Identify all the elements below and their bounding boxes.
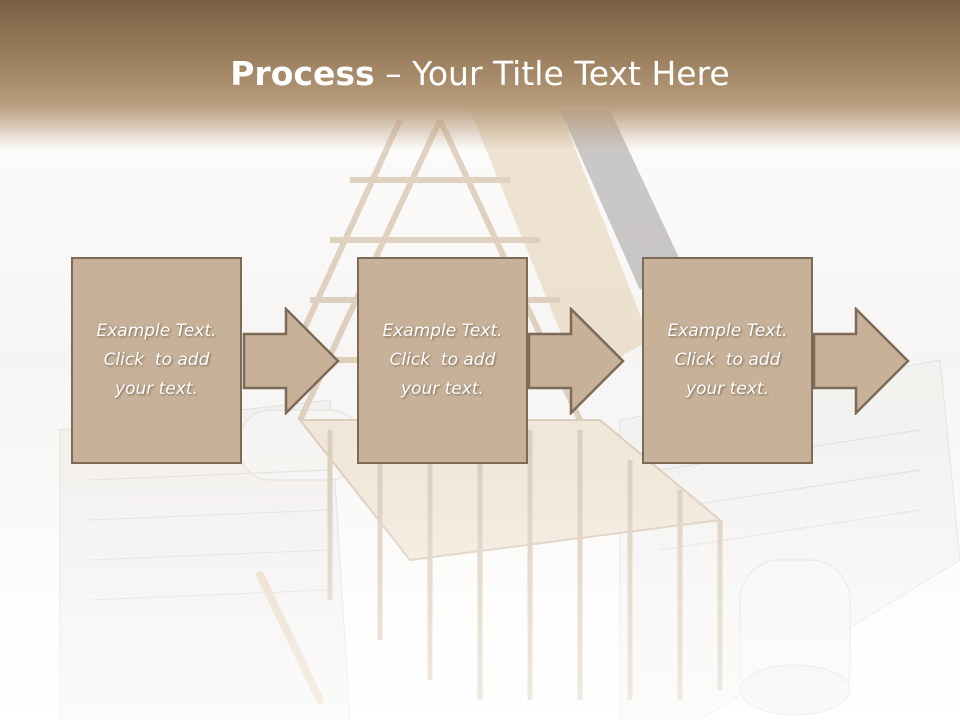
step-3-line-2: Click to add xyxy=(674,350,781,370)
process-arrow-1 xyxy=(242,307,340,415)
process-step-1-text[interactable]: Example Text. Click to add your text. xyxy=(77,317,237,404)
step-2-line-3: your text. xyxy=(401,379,484,399)
step-1-line-1: Example Text. xyxy=(96,321,217,341)
process-step-3-box[interactable]: Example Text. Click to add your text. xyxy=(642,257,813,464)
step-2-line-2: Click to add xyxy=(389,350,496,370)
step-1-line-2: Click to add xyxy=(103,350,210,370)
process-step-2-box[interactable]: Example Text. Click to add your text. xyxy=(357,257,528,464)
header-band xyxy=(0,0,960,150)
process-step-2-text[interactable]: Example Text. Click to add your text. xyxy=(363,317,523,404)
slide-title[interactable]: Process – Your Title Text Here xyxy=(0,52,960,96)
step-3-line-3: your text. xyxy=(686,379,769,399)
title-rest: – Your Title Text Here xyxy=(374,54,730,93)
process-step-3-text[interactable]: Example Text. Click to add your text. xyxy=(648,317,808,404)
title-bold: Process xyxy=(230,54,375,93)
step-1-line-3: your text. xyxy=(115,379,198,399)
process-arrow-3 xyxy=(812,307,910,415)
step-3-line-1: Example Text. xyxy=(667,321,788,341)
process-arrow-2 xyxy=(527,307,625,415)
step-2-line-1: Example Text. xyxy=(382,321,503,341)
process-step-1-box[interactable]: Example Text. Click to add your text. xyxy=(71,257,242,464)
